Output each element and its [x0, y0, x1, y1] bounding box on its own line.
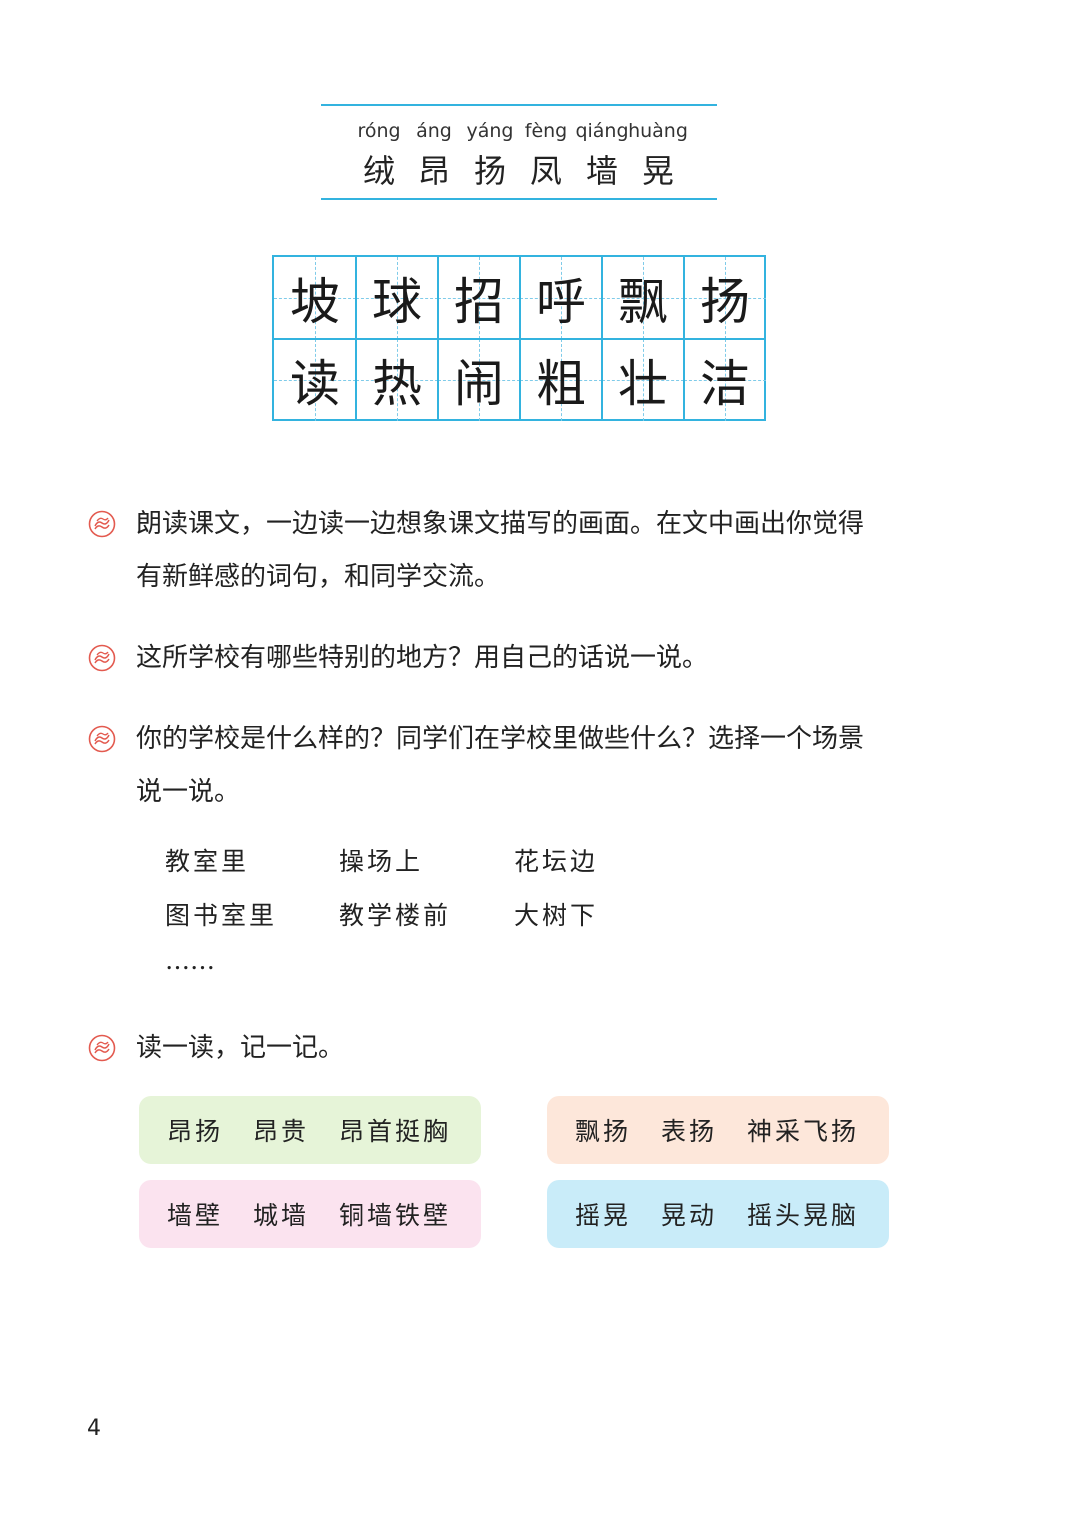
- character: 昂: [417, 152, 450, 190]
- character: 墙: [585, 152, 618, 190]
- pinyin: róng: [357, 120, 401, 142]
- grid-character: 热: [372, 355, 422, 413]
- grid-character: 球: [372, 273, 422, 331]
- vocab-word: 表扬: [661, 1117, 718, 1146]
- question-text-line: 有新鲜感的词句，和同学交流。: [136, 562, 501, 592]
- grid-cell: 闹: [438, 339, 520, 421]
- question-text-line: 这所学校有哪些特别的地方？用自己的话说一说。: [136, 643, 709, 673]
- grid-character: 粗: [536, 355, 586, 413]
- scene-word: 花坛边: [514, 847, 599, 876]
- pinyin: huàng: [628, 120, 688, 142]
- character: 绒: [362, 152, 395, 190]
- vocab-word: 昂贵: [253, 1117, 310, 1146]
- question-text-line: 朗读课文，一边读一边想象课文描写的画面。在文中画出你觉得: [136, 509, 865, 539]
- pinyin: qiáng: [575, 120, 629, 142]
- grid-cell: 飘: [602, 257, 684, 339]
- word-group-green: 昂扬 昂贵 昂首挺胸: [139, 1096, 481, 1164]
- question-text-line: 说一说。: [136, 777, 241, 807]
- grid-character: 壮: [618, 355, 668, 413]
- grid-cell: 读: [274, 339, 356, 421]
- word-group-orange: 飘扬 表扬 神采飞扬: [547, 1096, 889, 1164]
- swirl-seal-icon: [88, 725, 116, 753]
- question-3: 你的学校是什么样的？同学们在学校里做些什么？选择一个场景 说一说。: [88, 713, 988, 819]
- grid-character: 扬: [700, 273, 750, 331]
- vocab-word: 摇头晃脑: [747, 1201, 860, 1230]
- character: 晃: [641, 152, 674, 190]
- grid-character: 坡: [290, 273, 340, 331]
- grid-cell: 球: [356, 257, 438, 339]
- grid-character: 读: [290, 355, 340, 413]
- grid-cell: 粗: [520, 339, 602, 421]
- question-text-line: 你的学校是什么样的？同学们在学校里做些什么？选择一个场景: [136, 724, 865, 754]
- vocab-word: 晃动: [661, 1201, 718, 1230]
- grid-character: 招: [454, 273, 504, 331]
- scene-ellipsis: ……: [165, 946, 215, 975]
- swirl-seal-icon: [88, 510, 116, 538]
- scene-word: 教学楼前: [339, 901, 452, 930]
- vocab-word: 神采飞扬: [747, 1117, 860, 1146]
- grid-character: 飘: [618, 273, 668, 331]
- grid-cell: 坡: [274, 257, 356, 339]
- vocab-word: 昂首挺胸: [339, 1117, 452, 1146]
- vocab-word: 摇晃: [575, 1201, 632, 1230]
- vocab-word: 飘扬: [575, 1117, 632, 1146]
- vocab-word: 墙壁: [167, 1201, 224, 1230]
- grid-cell: 呼: [520, 257, 602, 339]
- vocab-word: 城墙: [253, 1201, 310, 1230]
- vocab-word: 昂扬: [167, 1117, 224, 1146]
- grid-line: [274, 338, 764, 340]
- scene-word: 操场上: [339, 847, 424, 876]
- grid-character: 洁: [700, 355, 750, 413]
- pinyin: yáng: [466, 120, 514, 142]
- character: 扬: [473, 152, 506, 190]
- pinyin: fèng: [524, 120, 568, 142]
- grid-character: 呼: [536, 273, 586, 331]
- grid-cell: 招: [438, 257, 520, 339]
- scene-word: 教室里: [165, 847, 250, 876]
- word-group-blue: 摇晃 晃动 摇头晃脑: [547, 1180, 889, 1248]
- grid-cell: 热: [356, 339, 438, 421]
- scene-word: 大树下: [514, 901, 599, 930]
- vocab-word: 铜墙铁壁: [339, 1201, 452, 1230]
- grid-character: 闹: [454, 355, 504, 413]
- question-2: 这所学校有哪些特别的地方？用自己的话说一说。: [88, 632, 988, 685]
- recognition-characters: róng 绒 áng 昂 yáng 扬 fèng 凤 qiáng 墙 huàng…: [321, 104, 717, 200]
- pinyin: áng: [416, 120, 452, 142]
- grid-cell: 洁: [684, 339, 766, 421]
- grid-cell: 壮: [602, 339, 684, 421]
- word-group-pink: 墙壁 城墙 铜墙铁壁: [139, 1180, 481, 1248]
- question-1: 朗读课文，一边读一边想象课文描写的画面。在文中画出你觉得 有新鲜感的词句，和同学…: [88, 498, 988, 604]
- character: 凤: [529, 152, 562, 190]
- grid-cell: 扬: [684, 257, 766, 339]
- page-number: 4: [87, 1416, 101, 1441]
- writing-grid: 坡 球 招 呼 飘 扬 读 热 闹 粗 壮 洁: [272, 255, 766, 421]
- question-text-line: 读一读，记一记。: [136, 1033, 345, 1063]
- question-4: 读一读，记一记。: [88, 1022, 988, 1075]
- swirl-seal-icon: [88, 1034, 116, 1062]
- scene-word: 图书室里: [165, 901, 278, 930]
- swirl-seal-icon: [88, 644, 116, 672]
